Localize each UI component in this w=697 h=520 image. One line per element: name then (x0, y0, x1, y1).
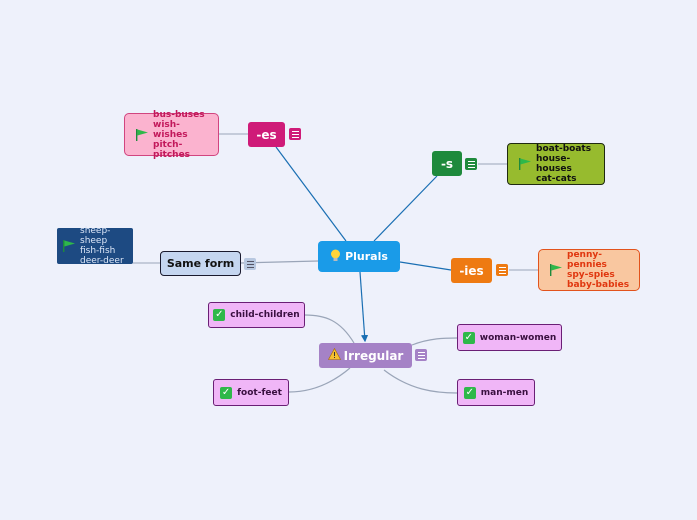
leaf-foot-feet[interactable]: ✓ foot-feet (213, 379, 289, 406)
leaf-label: foot-feet (237, 387, 282, 398)
connector-irregular-foot (288, 367, 351, 393)
leaf-label: woman-women (479, 332, 557, 343)
connector-root-irregular (359, 271, 369, 343)
warning-icon (327, 347, 341, 363)
note-ies[interactable]: penny-pennies spy-spies baby-babies (538, 249, 640, 291)
checkmark-icon: ✓ (220, 386, 233, 399)
connector-irregular-child (304, 314, 355, 344)
note-same-form-line: sheep-sheep (80, 226, 111, 246)
branch-same-form[interactable]: Same form (160, 251, 241, 276)
checkmark-icon: ✓ (463, 386, 476, 399)
root-label: Plurals (345, 250, 388, 263)
note-s-line: house-houses (536, 154, 572, 174)
branch-es[interactable]: -es (248, 122, 285, 147)
flag-icon (136, 128, 148, 141)
note-es[interactable]: bus-buses wish-wishes pitch-pitches (124, 109, 219, 160)
note-same-form[interactable]: sheep-sheep fish-fish deer-deer (57, 226, 133, 266)
branch-s[interactable]: -s (432, 151, 462, 176)
connector-irregular-man (383, 369, 458, 394)
note-toggle-icon[interactable] (496, 264, 508, 276)
note-toggle-icon[interactable] (415, 349, 427, 361)
note-ies-line: baby-babies (567, 280, 630, 290)
flag-icon (519, 158, 531, 170)
note-es-line: pitch-pitches (153, 139, 191, 160)
branch-same-form-label: Same form (166, 257, 235, 270)
note-toggle-icon[interactable] (289, 128, 301, 140)
note-same-form-line: fish-fish (80, 246, 116, 256)
root-node[interactable]: Plurals (318, 241, 400, 272)
leaf-label: man-men (480, 387, 529, 398)
note-toggle-icon[interactable] (465, 158, 477, 170)
leaf-label: child-children (230, 310, 300, 320)
branch-ies-label: -ies (459, 263, 484, 278)
checkmark-icon: ✓ (462, 331, 475, 344)
note-toggle-icon[interactable] (244, 258, 256, 270)
flag-icon (550, 264, 562, 276)
note-es-line: wish-wishes (153, 119, 188, 140)
note-same-form-line: deer-deer (80, 256, 124, 266)
connector-root-s (373, 175, 438, 242)
note-s[interactable]: boat-boats house-houses cat-cats (507, 143, 605, 185)
lightbulb-icon (330, 249, 341, 265)
leaf-child-children[interactable]: ✓ child-children (208, 302, 305, 328)
leaf-woman-women[interactable]: ✓ woman-women (457, 324, 562, 351)
note-s-line: boat-boats (536, 144, 592, 154)
branch-ies[interactable]: -ies (451, 258, 492, 283)
branch-irregular[interactable]: Irregular (319, 343, 412, 368)
note-es-line: bus-buses (153, 109, 205, 120)
checkmark-icon: ✓ (213, 309, 226, 321)
note-ies-line: spy-spies (567, 270, 615, 280)
flag-icon (63, 240, 75, 252)
branch-s-label: -s (440, 156, 454, 171)
note-s-line: cat-cats (536, 174, 577, 184)
leaf-man-men[interactable]: ✓ man-men (457, 379, 535, 406)
branch-es-label: -es (256, 127, 277, 142)
branch-irregular-label: Irregular (343, 348, 404, 363)
connector-root-ies (399, 261, 452, 271)
note-ies-line: penny-pennies (567, 250, 607, 270)
connector-irregular-woman (411, 337, 458, 346)
connector-root-es (275, 146, 347, 242)
